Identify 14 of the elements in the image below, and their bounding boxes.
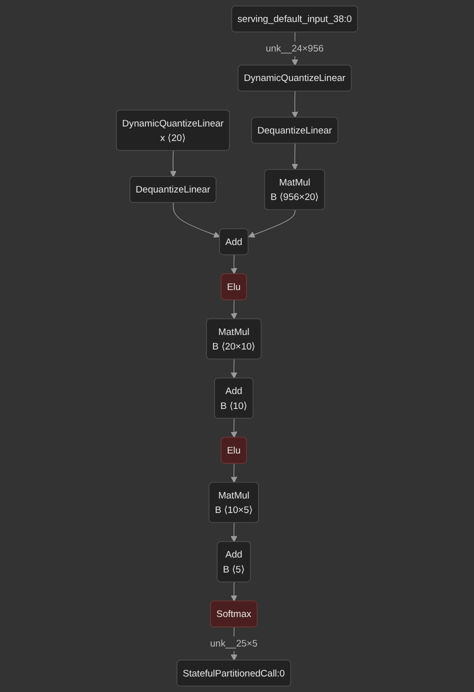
arrow xyxy=(248,210,296,238)
arrow xyxy=(230,418,238,438)
arrow xyxy=(230,582,238,602)
edge-label: unk__24×956 xyxy=(266,42,324,54)
arrow xyxy=(230,254,238,274)
arrow xyxy=(170,150,176,178)
arrow xyxy=(292,91,298,118)
edge-label: unk__25×5 xyxy=(210,638,258,649)
arrow xyxy=(230,463,238,483)
arrow xyxy=(230,300,238,320)
arrow xyxy=(172,202,220,238)
arrow xyxy=(292,143,298,170)
arrow xyxy=(230,359,238,379)
arrow xyxy=(230,522,238,542)
